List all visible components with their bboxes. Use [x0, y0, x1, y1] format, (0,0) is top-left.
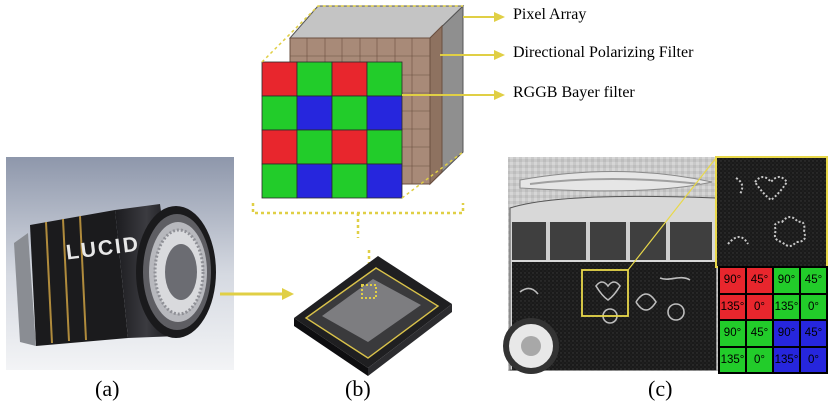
bayer-cell-green [366, 61, 403, 97]
label-pixel-array: Pixel Array [513, 6, 587, 23]
polarization-cell: 135° [719, 293, 746, 320]
zoomed-inset [715, 156, 828, 268]
bayer-cell-green [331, 95, 368, 131]
polarization-cell: 45° [800, 320, 827, 347]
polarization-cell: 90° [773, 267, 800, 294]
bayer-cell-blue [366, 95, 403, 131]
zoom-bracket [251, 203, 465, 285]
polarization-cell: 135° [773, 293, 800, 320]
polarization-cell: 0° [746, 346, 773, 373]
camera-photo [6, 157, 234, 370]
label-leaders [402, 12, 505, 100]
polarization-cell: 0° [800, 293, 827, 320]
bayer-cell-red [331, 129, 368, 165]
bayer-cell-red [331, 61, 368, 97]
arrow-a-to-b [220, 288, 294, 300]
polarization-cell: 45° [746, 320, 773, 347]
bayer-cell-blue [296, 95, 333, 131]
polarization-cell: 90° [719, 267, 746, 294]
bayer-cell-green [261, 163, 298, 199]
polarization-cell: 135° [719, 346, 746, 373]
caption-a: (a) [95, 376, 120, 401]
bayer-cell-green [366, 129, 403, 165]
bayer-cell-green [331, 163, 368, 199]
polarization-cell: 90° [773, 320, 800, 347]
bayer-cell-red [261, 129, 298, 165]
polarization-cell: 45° [746, 267, 773, 294]
polarization-cell: 45° [800, 267, 827, 294]
bayer-cell-blue [366, 163, 403, 199]
bayer-cell-green [296, 61, 333, 97]
label-bayer-filter: RGGB Bayer filter [513, 84, 635, 101]
bayer-cell-green [296, 129, 333, 165]
cube-outline [261, 5, 464, 199]
sensor-chip [294, 256, 452, 376]
polarization-cell: 135° [773, 346, 800, 373]
bayer-cell-green [261, 95, 298, 131]
label-polarizing-filter: Directional Polarizing Filter [513, 44, 694, 61]
polarization-cell: 0° [800, 346, 827, 373]
bayer-cell-red [261, 61, 298, 97]
bayer-cell-blue [296, 163, 333, 199]
polarization-grid: 90°45°90°45°135°0°135°0°90°45°90°45°135°… [718, 266, 828, 374]
caption-b: (b) [345, 376, 371, 401]
polarization-cell: 0° [746, 293, 773, 320]
caption-c: (c) [648, 376, 673, 401]
polarization-cell: 90° [719, 320, 746, 347]
bayer-filter-layer [261, 61, 403, 199]
